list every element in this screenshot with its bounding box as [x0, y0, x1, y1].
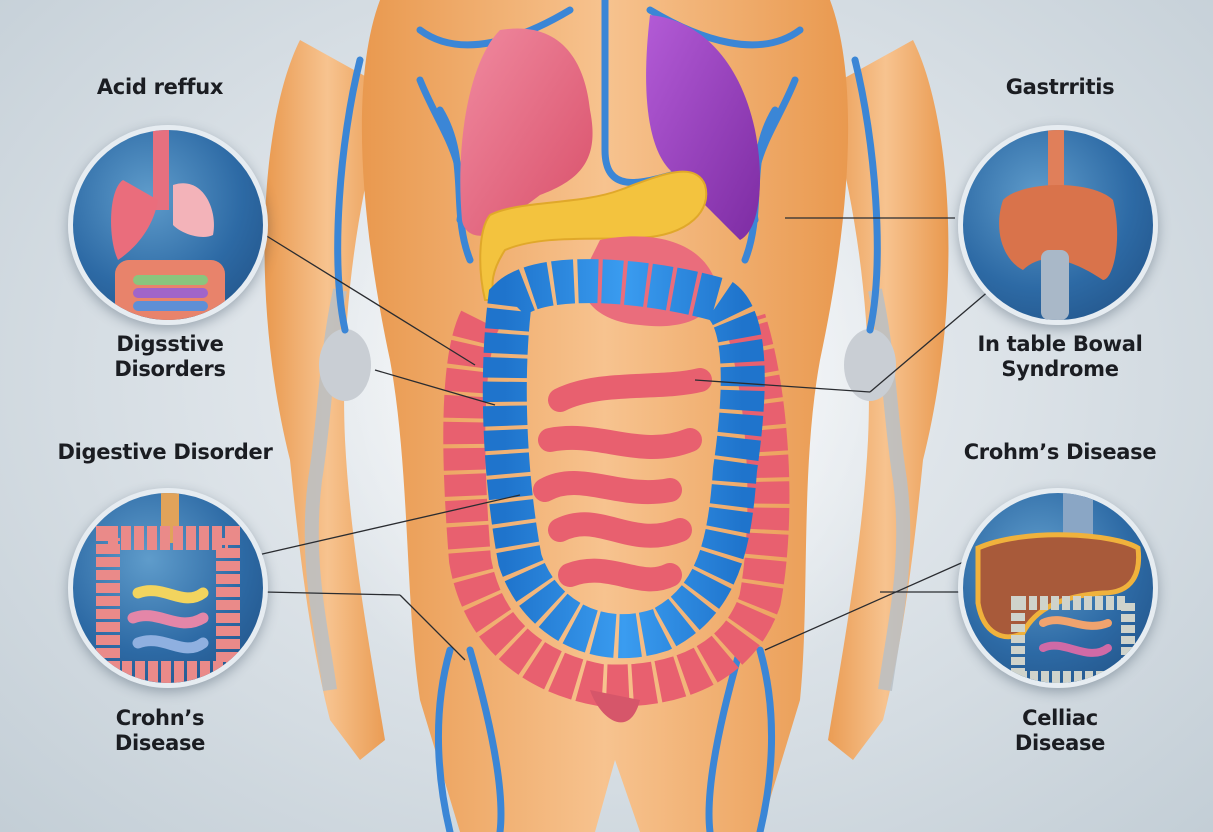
callout-acid-reflux-image [68, 125, 268, 325]
connector-lines [257, 217, 991, 661]
stomach-icon [999, 130, 1118, 320]
liver-intestine-icon [975, 493, 1142, 683]
label-text: Gastrritis [1005, 75, 1115, 99]
liver [460, 28, 593, 236]
label-text-line1: Crohn’s [115, 706, 205, 730]
label-text-line2: Disorders [114, 357, 226, 381]
label-text: Digestive Disorder [57, 440, 273, 464]
label-text: Acid reffux [96, 75, 224, 99]
label-text-line2: Disease [114, 731, 206, 755]
label-text-line1: In table Bowal [977, 332, 1143, 356]
colon-icon [96, 493, 240, 683]
label-gastritis: Gastrritis [975, 75, 1145, 100]
label-crohns-disease-right: Crohm’s Disease [945, 440, 1175, 465]
label-text-line2: Syndrome [1001, 357, 1119, 381]
label-digestive-disorders: Digsstive Disorders [70, 332, 270, 382]
label-irritable-bowel-syndrome: In table Bowal Syndrome [955, 332, 1165, 382]
label-text-line1: Digsstive [116, 332, 224, 356]
callout-celiac-image [958, 488, 1158, 688]
label-celiac-disease: Celliac Disease [985, 706, 1135, 756]
label-text: Crohm’s Disease [963, 440, 1157, 464]
large-intestine-blue [482, 259, 765, 659]
label-text-line1: Celliac [1022, 706, 1098, 730]
label-crohns-disease-left: Crohn’s Disease [80, 706, 240, 756]
label-digestive-disorder: Digestive Disorder [40, 440, 290, 465]
spleen [646, 15, 760, 240]
small-intestine [533, 368, 712, 592]
large-intestine-outer [443, 310, 790, 707]
callout-gastritis-image [958, 125, 1158, 325]
esophagus-stomach-icon [111, 130, 225, 320]
label-acid-reflux: Acid reffux [70, 75, 250, 100]
callout-digestive-disorder-image [68, 488, 268, 688]
label-text-line2: Disease [1014, 731, 1106, 755]
